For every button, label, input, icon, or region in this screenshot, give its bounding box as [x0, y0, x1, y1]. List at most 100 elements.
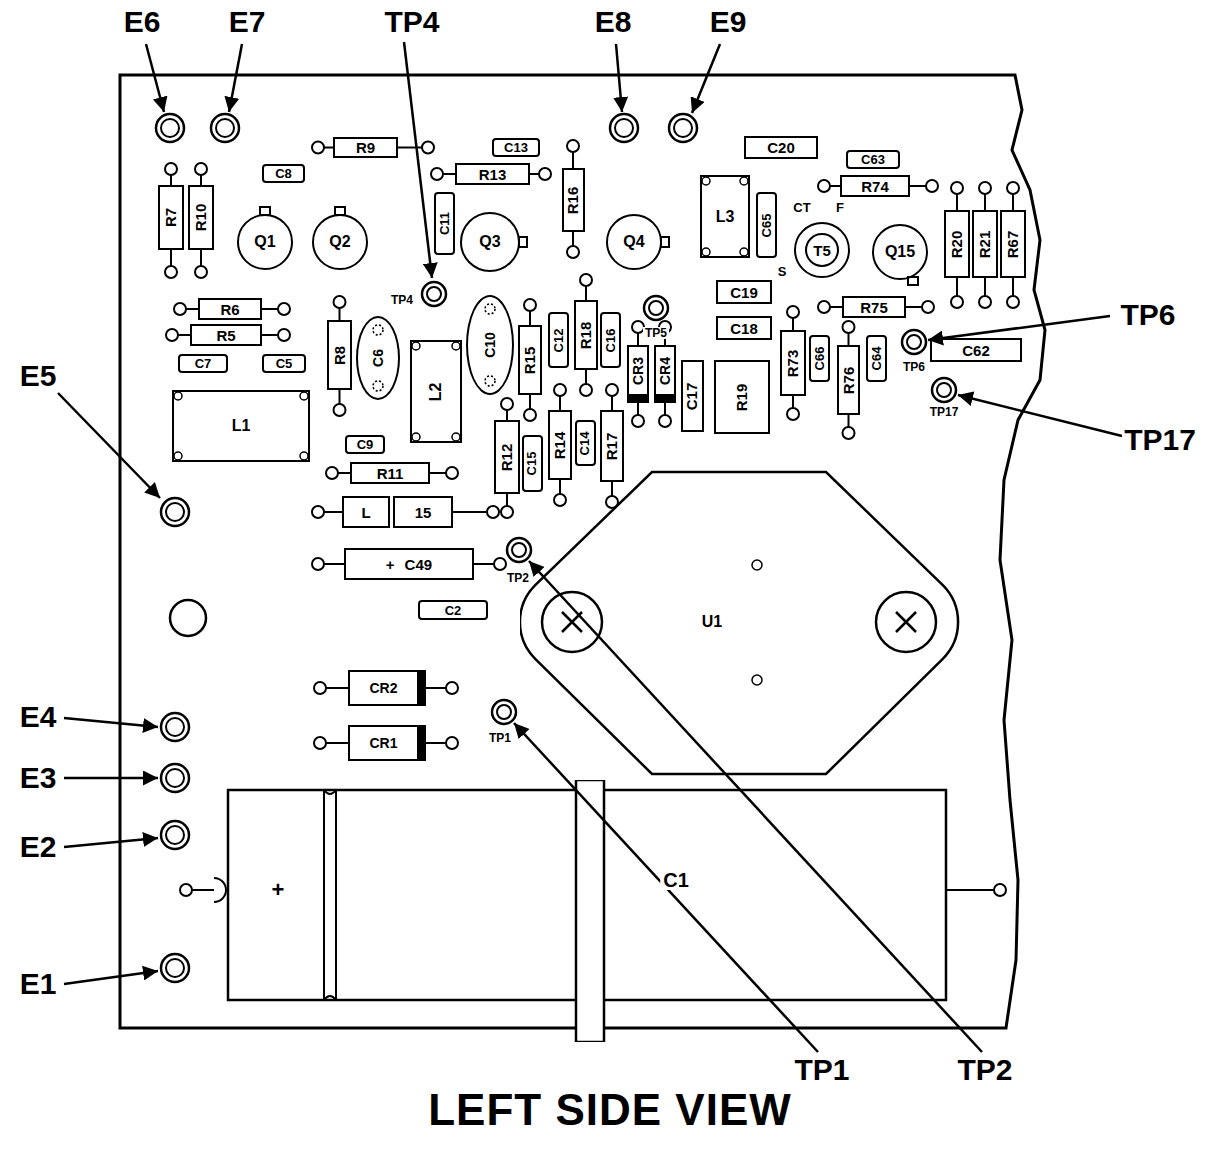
part-label: C9 [357, 438, 374, 451]
transistor-body: Q4 [606, 214, 662, 270]
lead-pad [926, 180, 938, 192]
part-label: R17 [605, 432, 620, 460]
lead-wire [585, 286, 587, 300]
capacitor-body: C9 [345, 435, 385, 454]
part-label: C12 [552, 328, 565, 352]
lead-pad [567, 246, 579, 258]
transformer-body: T5 [794, 222, 850, 278]
capacitor-body: C6 [356, 316, 400, 400]
part-label: C1 [660, 870, 692, 890]
lead-wire [559, 396, 561, 410]
part-label: Q3 [479, 234, 500, 250]
lead-wire [529, 395, 531, 409]
callout-label: E4 [18, 702, 59, 732]
pin-hole [702, 177, 710, 185]
lead-wire [200, 175, 202, 185]
view-caption: LEFT SIDE VIEW [426, 1088, 794, 1132]
part-label: R6 [220, 302, 239, 317]
component-body: C19 [716, 280, 772, 304]
part-label: 15 [415, 505, 432, 520]
lead-wire [572, 152, 574, 168]
lead-wire [637, 333, 639, 345]
lead-wire [530, 173, 539, 175]
lead-wire [192, 878, 226, 902]
transistor-tab [661, 237, 669, 247]
lead-wire [178, 334, 190, 336]
part-label: C18 [730, 321, 758, 336]
part-label: R7 [164, 208, 179, 227]
lead-wire [792, 318, 794, 330]
lead-pad [501, 398, 513, 410]
component-body: C62 [930, 338, 1022, 362]
transistor-body: Q15 [872, 224, 928, 280]
callout-label: TP4 [382, 7, 441, 37]
part-label: C15 [526, 452, 539, 476]
lead-pad [312, 506, 324, 518]
lead-wire [506, 494, 508, 506]
part-label: C66 [813, 347, 826, 371]
capacitor-body: C5 [262, 354, 306, 373]
lead-pad [979, 296, 991, 308]
lead-pad [606, 384, 618, 396]
lead-pad [922, 301, 934, 313]
resistor-body: R8 [327, 320, 352, 390]
lead-wire [324, 511, 342, 513]
lead-wire [946, 889, 994, 891]
diode-body: CR4 [654, 345, 676, 403]
pin-hole [373, 381, 383, 391]
resistor-body: R17 [600, 410, 624, 482]
callout-label: TP2 [505, 572, 531, 584]
part-label: R11 [377, 466, 404, 481]
callout-label: F [834, 201, 846, 214]
component-body: R19 [714, 360, 770, 434]
capacitor-body: C7 [178, 354, 228, 373]
pin-hole [174, 452, 182, 460]
part-label: R5 [216, 328, 235, 343]
pin-hole [485, 376, 495, 386]
part-label: Q2 [329, 234, 350, 250]
pin-hole [452, 433, 460, 441]
lead-wire [170, 250, 172, 266]
lead-pad [554, 384, 566, 396]
lead-wire [324, 147, 333, 149]
callout-label: TP17 [928, 406, 961, 418]
lead-pad [312, 142, 324, 154]
part-label: Q15 [885, 244, 915, 260]
lead-wire [324, 563, 344, 565]
lead-wire [426, 742, 446, 744]
part-label: C8 [275, 167, 292, 180]
lead-wire [984, 278, 986, 296]
lead-wire [443, 173, 455, 175]
callout-label: TP6 [901, 361, 927, 373]
lead-wire [637, 403, 639, 415]
diode-body: CR1 [348, 725, 426, 761]
capacitor-body: C14 [575, 420, 596, 466]
mounting-screw [542, 592, 602, 652]
capacitor-body: C15 [522, 435, 543, 492]
lead-wire [200, 250, 202, 266]
lead-pad [165, 163, 177, 175]
lead-wire [611, 482, 613, 496]
part-label: CR4 [658, 356, 672, 384]
lead-pad [180, 884, 192, 896]
transistor-tab [519, 237, 527, 247]
lead-pad [524, 299, 536, 311]
resistor-body: R13 [455, 163, 530, 185]
part-label: C16 [604, 328, 617, 352]
component-body: +C49 [344, 548, 474, 580]
callout-label: TP5 [643, 327, 669, 339]
resistor-body: R10 [188, 185, 214, 250]
lead-pad [195, 163, 207, 175]
terminal-pads [156, 114, 697, 982]
lead-pad [422, 142, 434, 154]
lead-pad [487, 506, 499, 518]
capacitor-body: C10 [466, 295, 514, 395]
pin-hole [752, 560, 762, 570]
lead-pad [278, 329, 290, 341]
callout-label: CT [791, 201, 812, 214]
lead-wire [906, 306, 922, 308]
capacitor-body: C64 [866, 335, 887, 382]
part-label: L2 [428, 382, 444, 401]
lead-pad [431, 168, 443, 180]
lead-pad [818, 301, 830, 313]
